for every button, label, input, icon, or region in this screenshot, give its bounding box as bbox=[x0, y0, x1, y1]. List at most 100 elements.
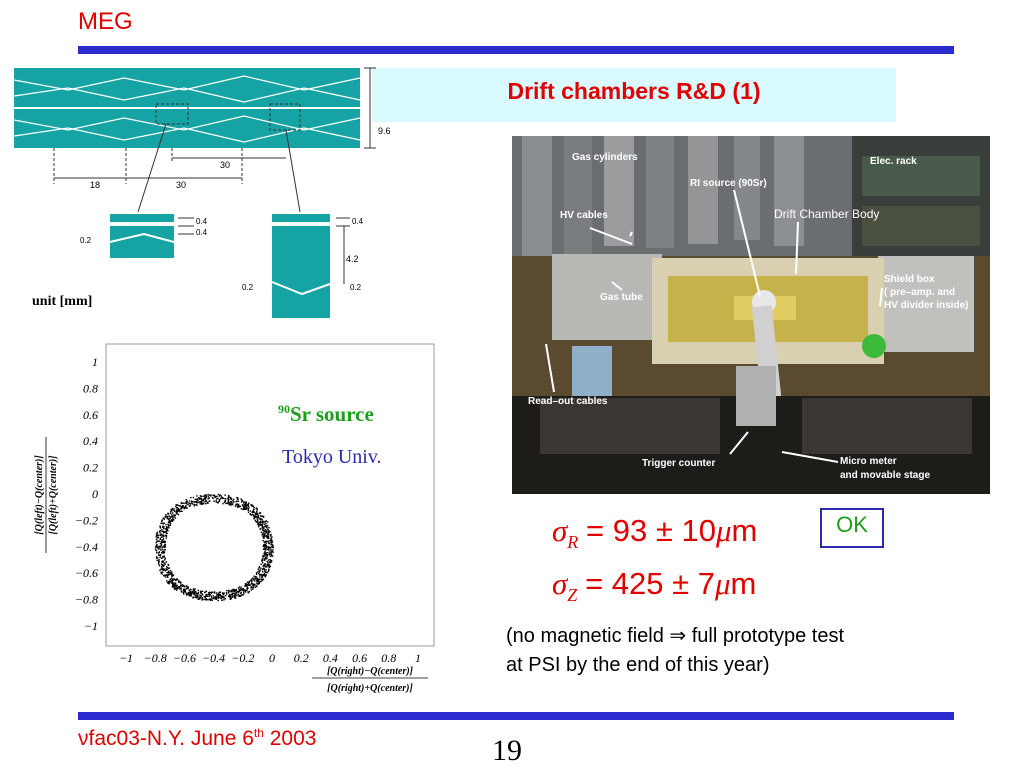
resolution-r: σR = 93 ± 10μm bbox=[552, 513, 758, 553]
top-divider bbox=[78, 46, 954, 54]
scatter-point bbox=[169, 521, 172, 523]
scatter-point bbox=[238, 589, 241, 592]
detail-b bbox=[272, 214, 330, 318]
scatter-point bbox=[192, 590, 194, 593]
scatter-point bbox=[264, 531, 267, 533]
scatter-point bbox=[232, 592, 235, 594]
scatter-point bbox=[214, 596, 216, 598]
scatter-point bbox=[262, 522, 264, 524]
scatter-point bbox=[182, 505, 185, 508]
scatter-point bbox=[220, 496, 223, 499]
scatter-point bbox=[156, 544, 158, 546]
label-gas-cylinders: Gas cylinders bbox=[572, 152, 638, 163]
scatter-point bbox=[222, 593, 225, 596]
scatter-point bbox=[161, 561, 163, 564]
scatter-point bbox=[207, 593, 209, 596]
scatter-point bbox=[225, 594, 227, 597]
scatter-point bbox=[155, 550, 158, 552]
scatter-point bbox=[261, 578, 263, 580]
scatter-point bbox=[261, 534, 263, 536]
scatter-point bbox=[171, 586, 174, 588]
scatter-point bbox=[166, 571, 168, 574]
scatter-point bbox=[251, 511, 253, 513]
scatter-point bbox=[164, 563, 166, 565]
scatter-point bbox=[259, 512, 261, 515]
scatter-point bbox=[160, 563, 163, 565]
scatter-point bbox=[253, 575, 255, 577]
scatter-point bbox=[254, 586, 257, 588]
scatter-point bbox=[168, 524, 171, 526]
scatter-point bbox=[231, 589, 233, 591]
scatter-point bbox=[258, 582, 261, 585]
scatter-point bbox=[163, 564, 165, 567]
scatter-point bbox=[258, 565, 261, 568]
scatter-point bbox=[170, 582, 173, 584]
scatter-point bbox=[267, 528, 269, 531]
scatter-point bbox=[240, 498, 242, 500]
drift-chamber-setup-photo: Gas cylinders Elec. rack RI source (90Sr… bbox=[512, 136, 990, 494]
scatter-point bbox=[180, 510, 182, 513]
scatter-point bbox=[165, 561, 167, 563]
scatter-point bbox=[171, 515, 173, 518]
scatter-point bbox=[260, 573, 263, 576]
scatter-point bbox=[201, 495, 203, 498]
scatter-point bbox=[213, 591, 215, 594]
scatter-point bbox=[259, 576, 261, 578]
scatter-point bbox=[159, 538, 162, 541]
scatter-point bbox=[220, 594, 222, 597]
scatter-point bbox=[197, 500, 199, 502]
scatter-point bbox=[253, 511, 256, 513]
scatter-point bbox=[183, 502, 185, 505]
scatter-point bbox=[266, 554, 269, 557]
scatter-point bbox=[248, 506, 250, 508]
scatter-point bbox=[166, 575, 169, 578]
scatter-point bbox=[254, 583, 256, 585]
scatter-point bbox=[171, 510, 173, 512]
scatter-point bbox=[206, 595, 208, 598]
scatter-point bbox=[247, 511, 250, 513]
scatter-point bbox=[164, 570, 167, 572]
x-tick-label: −0.4 bbox=[202, 651, 225, 665]
scatter-point bbox=[227, 498, 229, 500]
scatter-point bbox=[218, 596, 220, 598]
scatter-point bbox=[223, 599, 225, 601]
scatter-point bbox=[176, 507, 179, 509]
scatter-point bbox=[244, 505, 247, 507]
scatter-point bbox=[162, 534, 165, 537]
scatter-point bbox=[199, 594, 201, 596]
scatter-point bbox=[159, 548, 161, 550]
scatter-point bbox=[262, 555, 265, 557]
scatter-point bbox=[167, 518, 170, 521]
scatter-point bbox=[183, 584, 185, 587]
scatter-point bbox=[180, 584, 183, 587]
scatter-point bbox=[259, 528, 261, 530]
scatter-points bbox=[154, 493, 275, 602]
scatter-point bbox=[259, 574, 261, 576]
scatter-point bbox=[207, 502, 209, 504]
scatter-point bbox=[180, 502, 182, 505]
scatter-point bbox=[265, 522, 267, 525]
scatter-point bbox=[199, 596, 201, 599]
scatter-point bbox=[261, 521, 263, 524]
scatter-point bbox=[171, 519, 174, 522]
x-tick-label: −1 bbox=[119, 651, 133, 665]
scatter-point bbox=[240, 589, 242, 591]
dim-pitch-c: 30 bbox=[176, 180, 186, 190]
scatter-point bbox=[204, 503, 207, 505]
scatter-point bbox=[186, 586, 188, 588]
scatter-point bbox=[202, 500, 205, 502]
scatter-point bbox=[211, 599, 213, 602]
scatter-point bbox=[230, 598, 232, 600]
scatter-point bbox=[163, 562, 166, 564]
scatter-point bbox=[219, 597, 222, 599]
scatter-point bbox=[172, 509, 175, 511]
scatter-point bbox=[228, 595, 231, 597]
scatter-point bbox=[176, 587, 178, 589]
scatter-point bbox=[213, 494, 216, 497]
scatter-point bbox=[242, 588, 244, 591]
scatter-point bbox=[255, 507, 258, 509]
scatter-point bbox=[216, 495, 218, 498]
scatter-point bbox=[240, 586, 242, 588]
scatter-point bbox=[264, 551, 266, 554]
scatter-point bbox=[269, 553, 271, 555]
